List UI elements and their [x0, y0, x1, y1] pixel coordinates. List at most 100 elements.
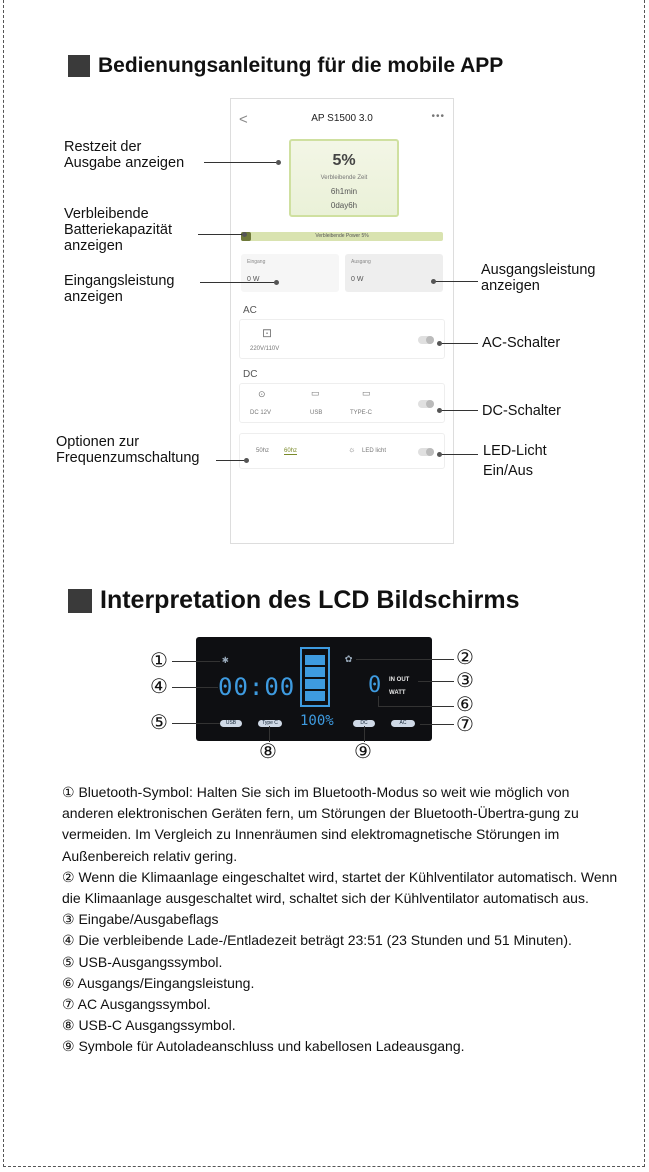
- marker-7: ⑦: [456, 714, 474, 736]
- annotation-led: LED-Licht Ein/Aus: [483, 443, 547, 479]
- heading-app: Bedienungsanleitung für die mobile APP: [68, 54, 503, 78]
- leader-line-ac: [440, 343, 478, 344]
- fan-icon: ✿: [345, 651, 353, 665]
- annotation-freq: Optionen zur Frequenzumschaltung: [56, 434, 200, 466]
- output-label: Ausgang: [351, 259, 371, 265]
- leader-line-output: [434, 281, 478, 282]
- battery-segment: [305, 667, 325, 677]
- leader-dot-dc: [437, 408, 442, 413]
- watt-label: WATT: [389, 690, 406, 696]
- more-icon[interactable]: •••: [431, 111, 445, 122]
- input-value: 0 W: [247, 276, 260, 283]
- marker-line-4: [172, 687, 218, 688]
- leader-line-restzeit: [204, 162, 278, 163]
- description-item-2: ② Wenn die Klimaanlage eingeschaltet wir…: [62, 868, 618, 907]
- marker-8: ⑧: [259, 741, 277, 763]
- battery-bar-label: Verbleibende Power 5%: [315, 233, 369, 239]
- annotation-restzeit: Restzeit der Ausgabe anzeigen: [64, 139, 185, 171]
- battery-segment: [305, 691, 325, 701]
- ac-section-label: AC: [243, 305, 257, 316]
- typec-symbol: Type C: [258, 720, 282, 727]
- marker-3: ③: [456, 670, 474, 692]
- usb-symbol: USB: [220, 720, 242, 727]
- battery-segment: [305, 655, 325, 665]
- in-out-flag: IN OUT: [389, 677, 410, 683]
- led-toggle[interactable]: [418, 448, 434, 456]
- leader-dot-battery: [242, 232, 247, 237]
- leader-line-dc: [440, 410, 478, 411]
- marker-line-8: [269, 726, 270, 742]
- description-item-1: ① Bluetooth-Symbol: Halten Sie sich im B…: [62, 784, 579, 864]
- ac-toggle[interactable]: [418, 336, 434, 344]
- battery-segment: [305, 679, 325, 689]
- battery-percent: 5%: [332, 152, 356, 169]
- led-bulb-icon: ☼: [348, 445, 356, 454]
- ac-symbol: AC: [391, 720, 415, 727]
- remaining-label: Verbleibende Zeit: [320, 175, 368, 181]
- dc-symbol: DC: [353, 720, 375, 727]
- marker-line-2: [356, 659, 454, 660]
- output-value: 0 W: [351, 276, 364, 283]
- freq-panel: 50hz 60hz ☼ LED licht: [239, 433, 445, 469]
- description-item-5: ⑤ USB-Ausgangssymbol.: [62, 953, 223, 970]
- description-item-7: ⑦ AC Ausgangssymbol.: [62, 996, 211, 1013]
- marker-6: ⑥: [456, 694, 474, 716]
- heading-square-icon: [68, 588, 92, 613]
- input-card: Eingang 0 W: [241, 254, 339, 292]
- marker-line-5: [172, 723, 220, 724]
- back-icon[interactable]: <: [239, 111, 248, 128]
- input-label: Eingang: [247, 259, 266, 265]
- leader-dot-restzeit: [276, 160, 281, 165]
- lcd-battery-icon: [300, 647, 330, 707]
- freq-50-option[interactable]: 50hz: [256, 448, 270, 454]
- marker-line-1: [172, 661, 220, 662]
- marker-2: ②: [456, 647, 474, 669]
- annotation-ac-switch: AC-Schalter: [482, 335, 561, 351]
- device-image: 5% Verbleibende Zeit 6h1min 0day6h: [289, 139, 399, 217]
- marker-5: ⑤: [150, 712, 168, 734]
- marker-9: ⑨: [354, 741, 372, 763]
- description-item-6: ⑥ Ausgangs/Eingangsleistung.: [62, 974, 255, 991]
- freq-60-option[interactable]: 60hz: [284, 448, 298, 455]
- typec-label: TYPE-C: [350, 410, 373, 416]
- annotation-dc-switch: DC-Schalter: [482, 403, 561, 419]
- output-card: Ausgang 0 W: [345, 254, 443, 292]
- annotation-output: Ausgangsleistung anzeigen: [481, 262, 596, 294]
- lcd-time: 00:00: [218, 673, 296, 701]
- annotation-input: Eingangsleistung anzeigen: [64, 273, 175, 305]
- description-item-4: ④ Die verbleibende Lade-/Entladezeit bet…: [62, 932, 572, 949]
- ac-outlet-icon: ⊡: [262, 326, 273, 340]
- marker-line-3: [418, 681, 454, 682]
- usb-port-icon: ▭: [311, 388, 320, 398]
- description-item-3: ③ Eingabe/Ausgabeflags: [62, 911, 219, 928]
- dc-panel: ⊙ DC 12V ▭ USB ▭ TYPE-C: [239, 383, 445, 423]
- battery-bar-fill: [241, 232, 252, 241]
- remaining-time-1: 6h1min: [330, 187, 358, 196]
- dc-toggle[interactable]: [418, 400, 434, 408]
- description-list: ① Bluetooth-Symbol: Halten Sie sich im B…: [62, 782, 618, 1058]
- remaining-time-2: 0day6h: [330, 201, 358, 210]
- heading-square-icon: [68, 55, 90, 77]
- led-label: LED licht: [362, 448, 387, 454]
- usb-label: USB: [310, 410, 323, 416]
- bluetooth-icon: ✱: [222, 653, 229, 666]
- typec-port-icon: ▭: [362, 388, 371, 398]
- marker-line-6: [378, 706, 454, 707]
- marker-line-6b: [378, 696, 379, 706]
- leader-line-input: [200, 282, 276, 283]
- lcd-percent: 100%: [300, 713, 334, 729]
- annotation-battery: Verbleibende Batteriekapazität anzeigen: [64, 206, 173, 254]
- lcd-watt-value: 0: [368, 673, 382, 698]
- description-item-8: ⑧ USB-C Ausgangssymbol.: [62, 1017, 236, 1034]
- leader-dot-input: [274, 280, 279, 285]
- app-screenshot: < AP S1500 3.0 ••• 5% Verbleibende Zeit …: [230, 98, 454, 544]
- leader-line-freq: [216, 460, 246, 461]
- description-item-9: ⑨ Symbole für Autoladeanschluss und kabe…: [62, 1038, 465, 1055]
- lcd-screen: ✱ 00:00 ✿ 0 IN OUT WATT USB Type C 100% …: [196, 637, 432, 741]
- heading-lcd: Interpretation des LCD Bildschirms: [68, 586, 520, 615]
- marker-4: ④: [150, 676, 168, 698]
- marker-line-9: [364, 726, 365, 742]
- app-title: AP S1500 3.0: [311, 113, 373, 124]
- leader-dot-ac: [437, 341, 442, 346]
- battery-bar: Verbleibende Power 5%: [241, 232, 443, 241]
